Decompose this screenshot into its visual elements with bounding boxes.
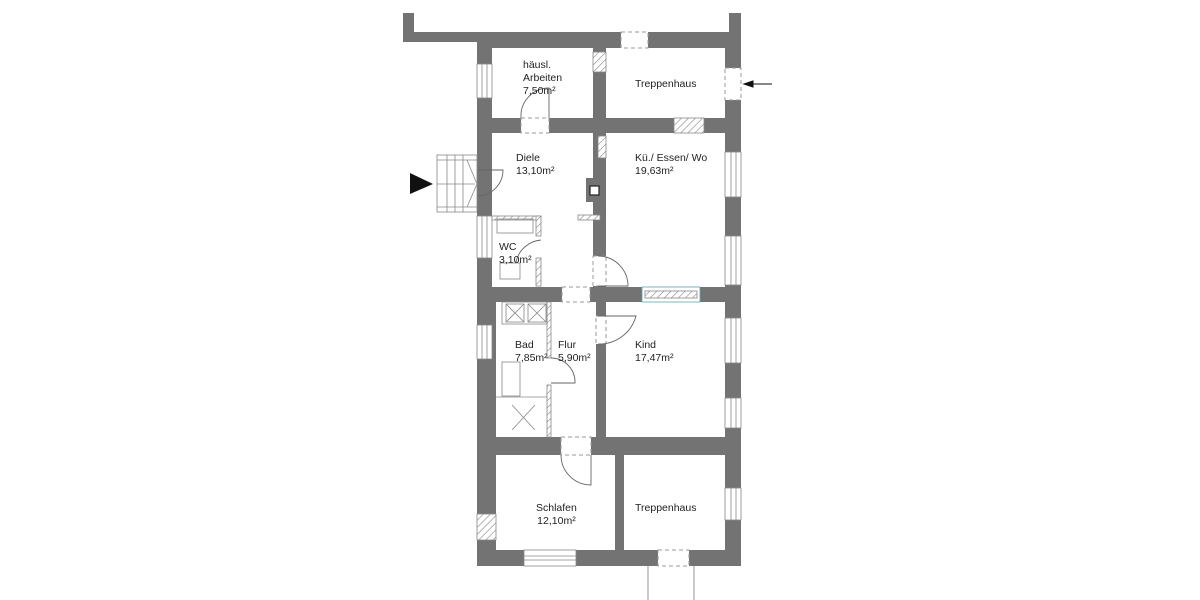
- bathroom-fixtures: [496, 218, 548, 431]
- room-label-diele: Diele 13,10m²: [516, 152, 555, 178]
- room-area: 7,85m²: [515, 352, 548, 364]
- room-name: Kü./ Essen/ Wo: [635, 152, 708, 164]
- chimney-icon: [589, 185, 600, 196]
- doors: [476, 87, 637, 486]
- room-label-treppenhaus-top: Treppenhaus: [635, 78, 697, 91]
- openings: [520, 31, 742, 567]
- room-area: 19,63m²: [635, 165, 674, 177]
- room-label-treppenhaus-bottom: Treppenhaus: [635, 502, 697, 515]
- stair-entrance-arrow-icon: [742, 80, 772, 88]
- entrance-arrow-icon: [410, 173, 433, 194]
- room-name: Diele: [516, 152, 540, 164]
- room-name: Bad: [515, 339, 534, 351]
- room-area: 7,50m²: [523, 85, 556, 97]
- room-label-kind: Kind 17,47m²: [635, 339, 674, 365]
- room-name: Treppenhaus: [635, 78, 697, 90]
- room-name: Kind: [635, 339, 657, 351]
- windows: [476, 63, 742, 567]
- room-name: Treppenhaus: [635, 502, 697, 514]
- room-label-bad: Bad 7,85m²: [515, 339, 548, 365]
- room-label-hausl-arbeiten: häusl. Arbeiten 7,50m²: [523, 59, 562, 98]
- entrance-stair: [436, 154, 478, 213]
- room-label-flur: Flur 5,90m²: [558, 339, 591, 365]
- room-label-kueche: Kü./ Essen/ Wo 19,63m²: [635, 152, 707, 178]
- room-area: 12,10m²: [537, 515, 576, 527]
- hatched-areas: [476, 51, 705, 541]
- room-area: 17,47m²: [635, 352, 674, 364]
- room-label-schlafen: Schlafen 12,10m²: [536, 502, 577, 528]
- room-area: 5,90m²: [558, 352, 591, 364]
- room-area: 13,10m²: [516, 165, 555, 177]
- room-name: Flur: [558, 339, 577, 351]
- room-label-wc: WC 3,10m²: [499, 241, 532, 267]
- room-area: 3,10m²: [499, 254, 532, 266]
- room-name: WC: [499, 241, 517, 253]
- room-name: häusl.: [523, 59, 552, 71]
- room-name-line2: Arbeiten: [523, 72, 563, 84]
- room-name: Schlafen: [536, 502, 577, 514]
